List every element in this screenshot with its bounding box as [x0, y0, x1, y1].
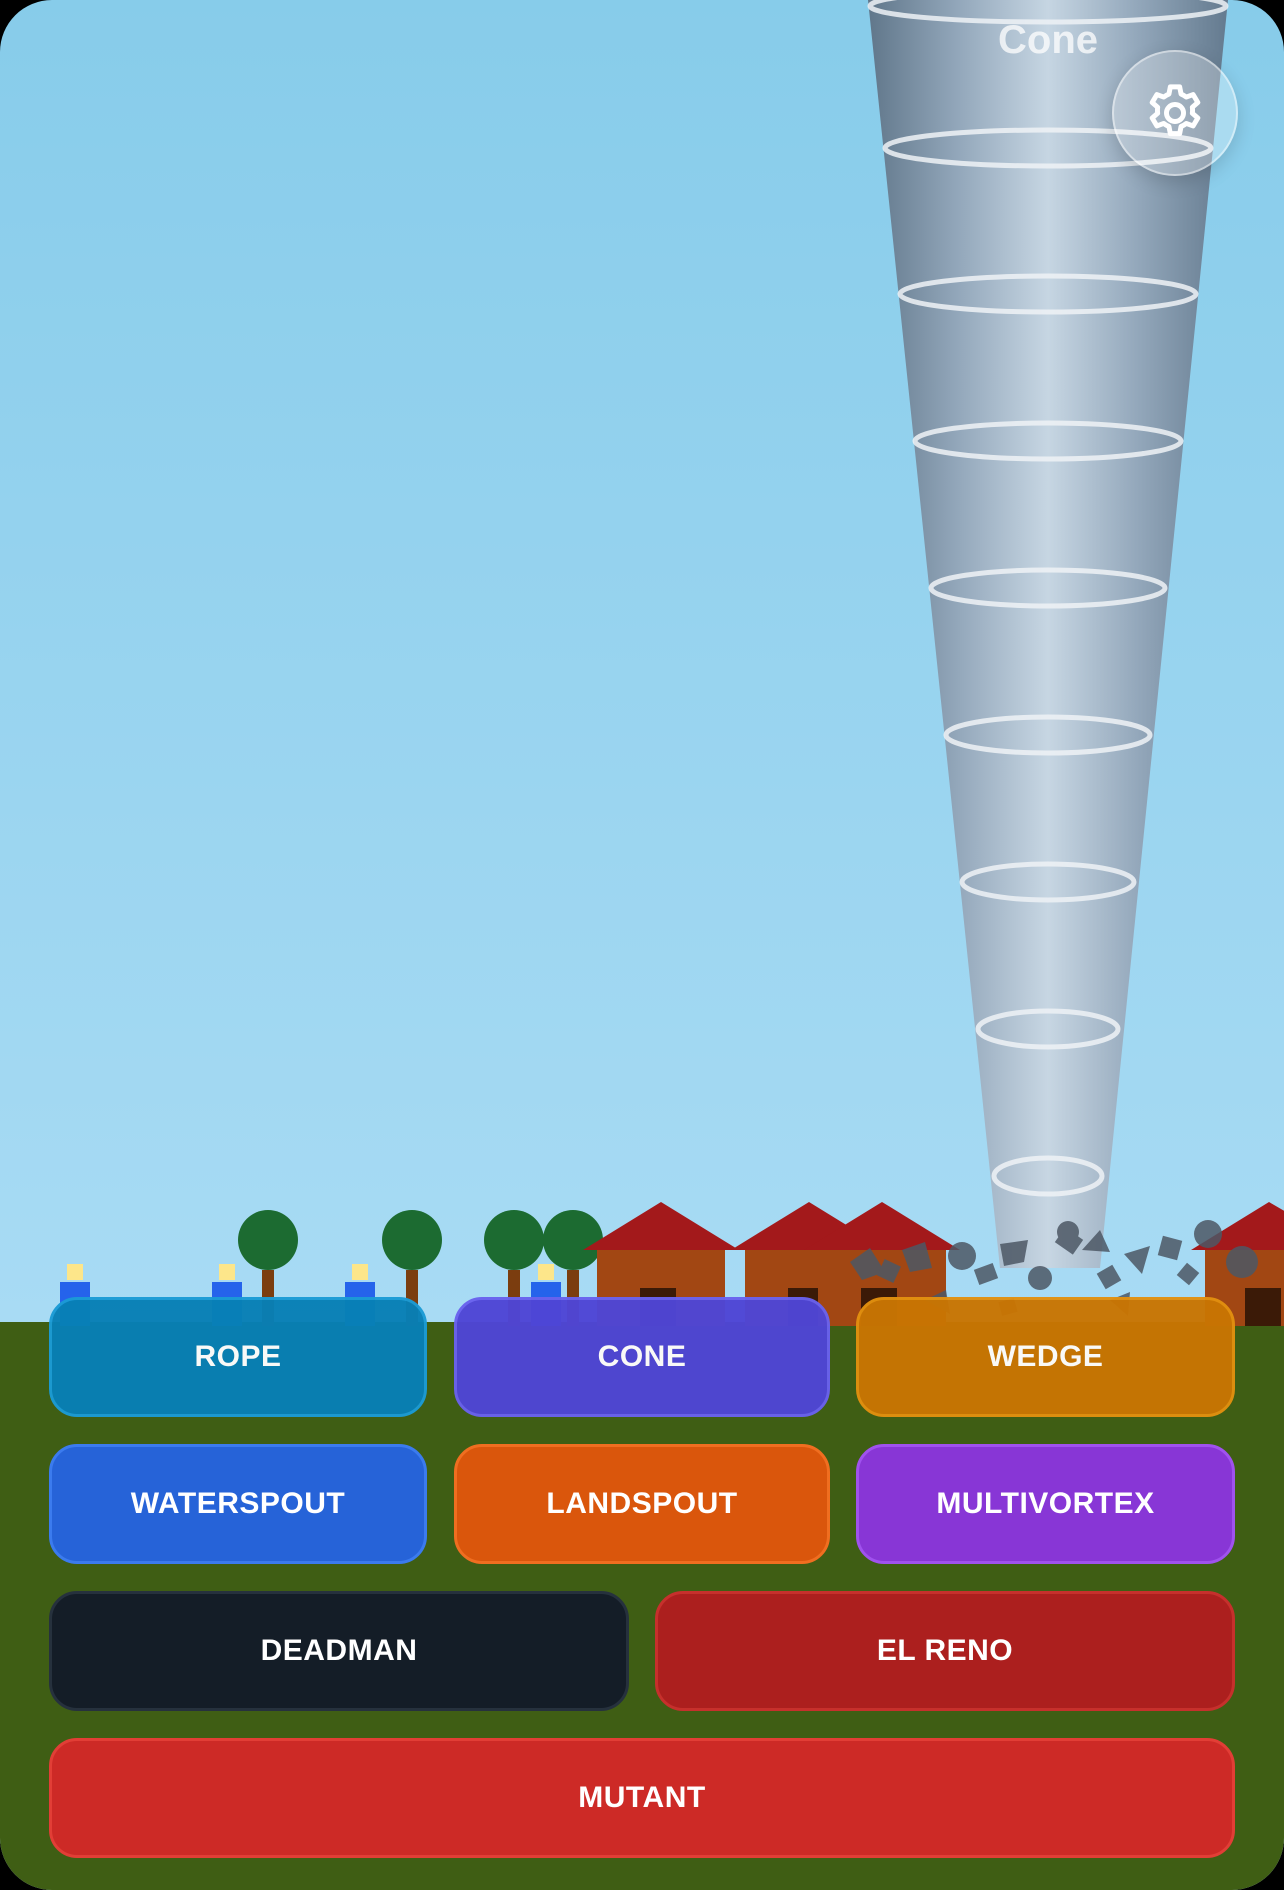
cone-button[interactable]: CONE	[454, 1297, 830, 1417]
tornado-funnel	[867, 0, 1229, 1268]
wedge-button[interactable]: WEDGE	[856, 1297, 1235, 1417]
waterspout-button[interactable]: WATERSPOUT	[49, 1444, 427, 1564]
current-mode-label: Cone	[998, 18, 1098, 62]
multivortex-button[interactable]: MULTIVORTEX	[856, 1444, 1235, 1564]
rope-button[interactable]: ROPE	[49, 1297, 427, 1417]
mutant-button[interactable]: MUTANT	[49, 1738, 1235, 1858]
landspout-button[interactable]: LANDSPOUT	[454, 1444, 830, 1564]
gear-icon	[1149, 84, 1201, 137]
settings-button[interactable]	[1112, 50, 1238, 176]
deadman-button[interactable]: DEADMAN	[49, 1591, 629, 1711]
el-reno-button[interactable]: EL RENO	[655, 1591, 1235, 1711]
